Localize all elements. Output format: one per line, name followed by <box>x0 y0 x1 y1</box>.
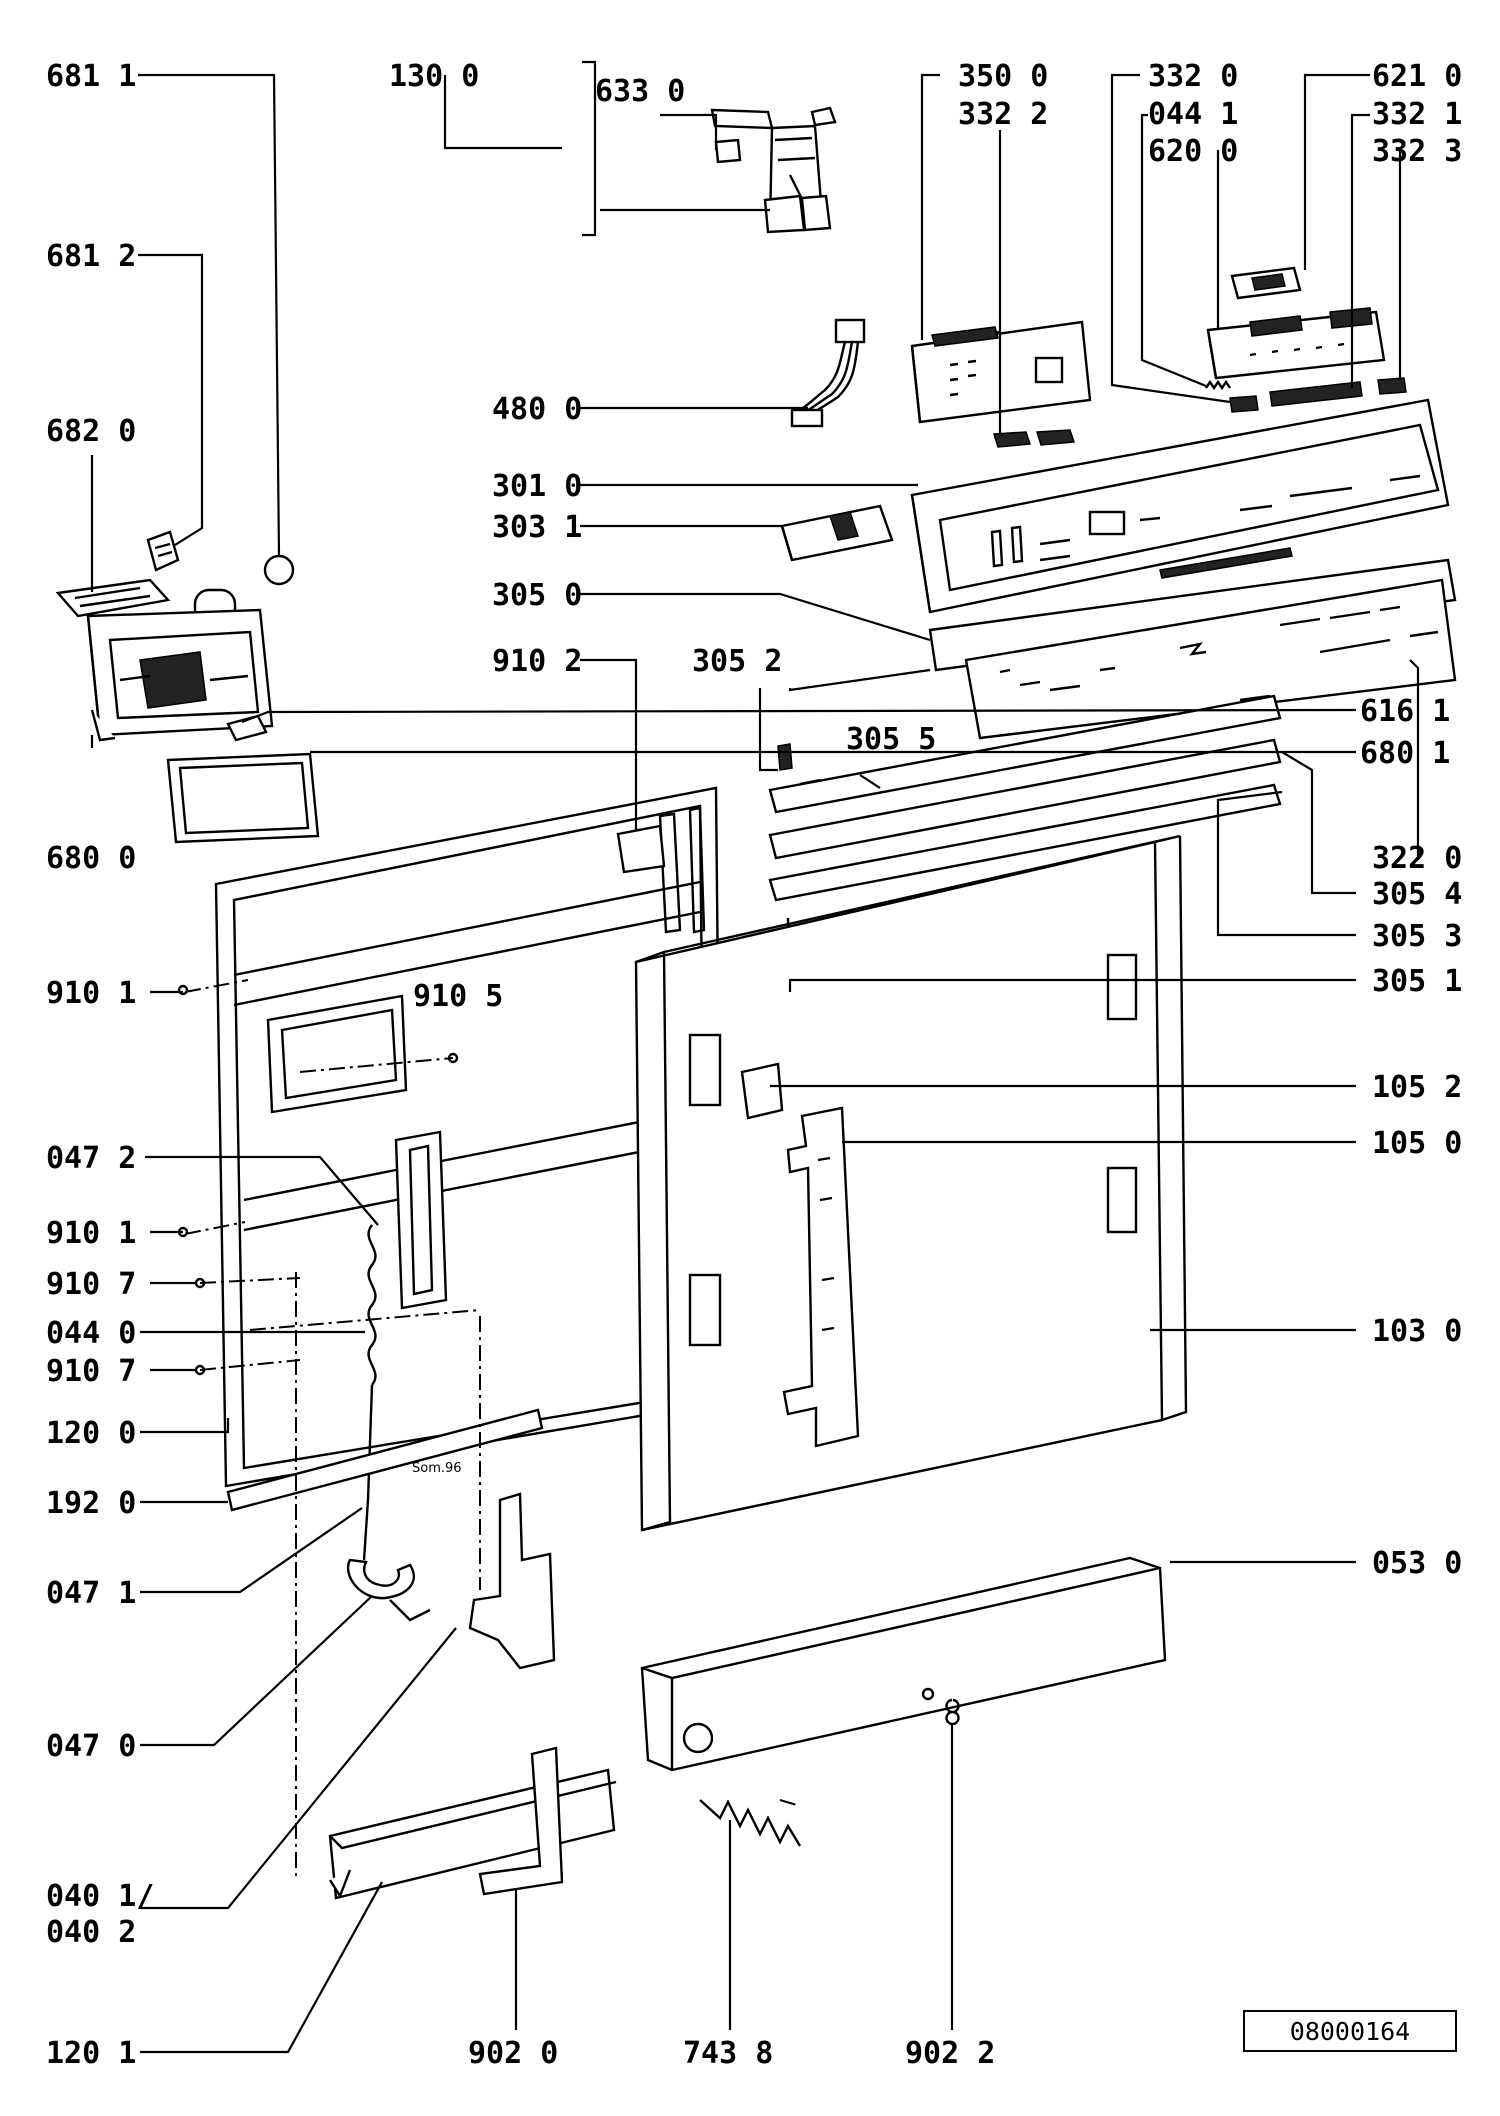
label-620-0: 620 0 <box>1148 134 1238 169</box>
part-910-2-hinge <box>616 824 666 874</box>
stamp-som96: Som.96 <box>412 1461 462 1476</box>
part-480-0-wiring <box>790 318 866 428</box>
part-053-0-lower-bracket <box>640 1556 1167 1772</box>
label-130-0: 130 0 <box>389 59 479 94</box>
screw-910-1-top <box>177 984 189 996</box>
part-130-0-door-lock <box>710 106 837 234</box>
part-305-bars <box>768 694 1282 902</box>
part-621-0-display <box>1230 266 1302 300</box>
label-902-2: 902 2 <box>905 2036 995 2071</box>
label-682-0: 682 0 <box>46 414 136 449</box>
part-301-0-control-panel <box>910 398 1450 614</box>
part-620-0-board <box>1206 307 1386 380</box>
part-120-1-kick-plate <box>328 1768 617 1900</box>
label-332-2: 332 2 <box>958 97 1048 132</box>
part-dispenser-assembly <box>55 578 274 742</box>
label-332-1: 332 1 <box>1372 97 1462 132</box>
label-902-0: 902 0 <box>468 2036 558 2071</box>
part-681-2-clip <box>146 530 180 572</box>
part-103-0-door-panel <box>634 834 1188 1532</box>
label-680-0: 680 0 <box>46 841 136 876</box>
part-192-0-strip <box>226 1408 544 1512</box>
label-303-1: 303 1 <box>492 510 582 545</box>
label-105-0: 105 0 <box>1372 1126 1462 1161</box>
label-047-0: 047 0 <box>46 1729 136 1764</box>
label-910-5: 910 5 <box>413 979 503 1014</box>
label-332-3: 332 3 <box>1372 134 1462 169</box>
label-047-1: 047 1 <box>46 1576 136 1611</box>
label-301-0: 301 0 <box>492 469 582 504</box>
label-053-0: 053 0 <box>1372 1546 1462 1581</box>
part-305-2-clip <box>777 743 793 771</box>
label-910-1-top: 910 1 <box>46 976 136 1011</box>
label-305-2: 305 2 <box>692 644 782 679</box>
label-910-1-mid: 910 1 <box>46 1216 136 1251</box>
label-305-0: 305 0 <box>492 578 582 613</box>
label-681-1: 681 1 <box>46 59 136 94</box>
part-332-3-button <box>1377 377 1407 395</box>
label-480-0: 480 0 <box>492 392 582 427</box>
label-120-1: 120 1 <box>46 2036 136 2071</box>
part-332-0-button <box>1229 395 1259 413</box>
label-044-1: 044 1 <box>1148 97 1238 132</box>
part-681-1-round-seal <box>263 554 295 586</box>
part-902-2-screw <box>945 1698 960 1726</box>
part-322-0-control-bar <box>928 558 1457 740</box>
label-680-1: 680 1 <box>1360 736 1450 771</box>
part-047-spring-assembly <box>347 1224 431 1622</box>
label-910-7-top: 910 7 <box>46 1267 136 1302</box>
label-105-2: 105 2 <box>1372 1070 1462 1105</box>
label-103-0: 103 0 <box>1372 1314 1462 1349</box>
label-040-1: 040 1/ <box>46 1879 154 1914</box>
label-040-2: 040 2 <box>46 1915 136 1950</box>
label-910-2: 910 2 <box>492 644 582 679</box>
label-350-0: 350 0 <box>958 59 1048 94</box>
part-743-8-spring <box>699 1799 802 1847</box>
label-192-0: 192 0 <box>46 1486 136 1521</box>
label-621-0: 621 0 <box>1372 59 1462 94</box>
diagram-number-box: 08000164 <box>1243 2010 1457 2052</box>
part-labels: 681 1 130 0 633 0 350 0 332 2 332 0 044 … <box>46 59 1462 2071</box>
label-305-5: 305 5 <box>846 722 936 757</box>
part-332-2-buttons <box>993 429 1076 448</box>
part-633-0-microswitch <box>714 138 742 164</box>
part-332-1-keypad <box>1269 381 1363 407</box>
label-305-3: 305 3 <box>1372 919 1462 954</box>
part-044-1-spring <box>1205 379 1231 391</box>
label-616-1: 616 1 <box>1360 694 1450 729</box>
part-105-2-bracket <box>740 1062 784 1120</box>
part-drawings: Som.96 <box>55 106 1457 1900</box>
label-633-0: 633 0 <box>595 74 685 109</box>
part-902-0-angle <box>478 1746 564 1896</box>
label-305-4: 305 4 <box>1372 877 1462 912</box>
label-322-0: 322 0 <box>1372 841 1462 876</box>
part-680-1-gasket <box>166 752 320 844</box>
label-743-8: 743 8 <box>683 2036 773 2071</box>
label-044-0: 044 0 <box>46 1316 136 1351</box>
leader-lines <box>90 60 1420 2054</box>
label-332-0: 332 0 <box>1148 59 1238 94</box>
part-303-1-handle <box>780 504 894 562</box>
label-047-2: 047 2 <box>46 1141 136 1176</box>
part-120-0-inner-door <box>214 786 724 1488</box>
label-910-7-bottom: 910 7 <box>46 1354 136 1389</box>
label-305-1: 305 1 <box>1372 964 1462 999</box>
part-040-1-bracket <box>468 1492 556 1670</box>
label-120-0: 120 0 <box>46 1416 136 1451</box>
diagram-number: 08000164 <box>1289 2016 1411 2046</box>
label-681-2: 681 2 <box>46 239 136 274</box>
